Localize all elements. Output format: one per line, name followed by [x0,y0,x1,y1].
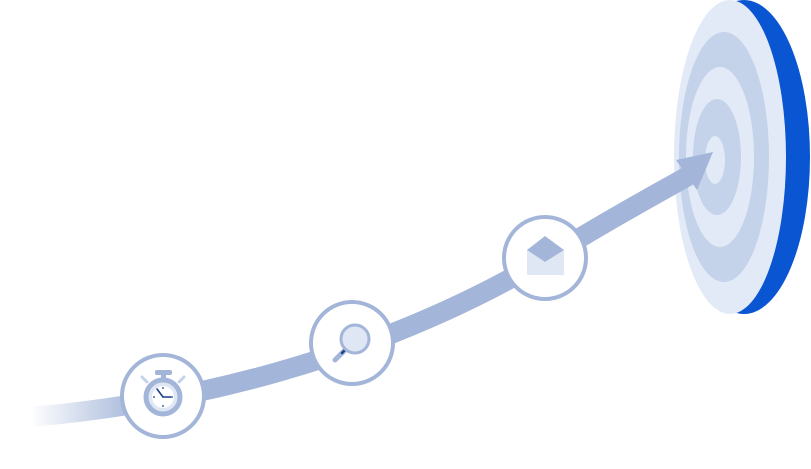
target-bullseye [705,136,725,184]
target-board [674,0,810,314]
stopwatch-icon [140,370,186,417]
growth-path-arrowhead [676,152,713,190]
milestone-stopwatch [120,353,206,439]
envelope-icon [527,236,564,275]
milestone-envelope [502,215,588,301]
magnifier-icon [332,323,371,363]
milestone-magnifier [309,300,395,386]
